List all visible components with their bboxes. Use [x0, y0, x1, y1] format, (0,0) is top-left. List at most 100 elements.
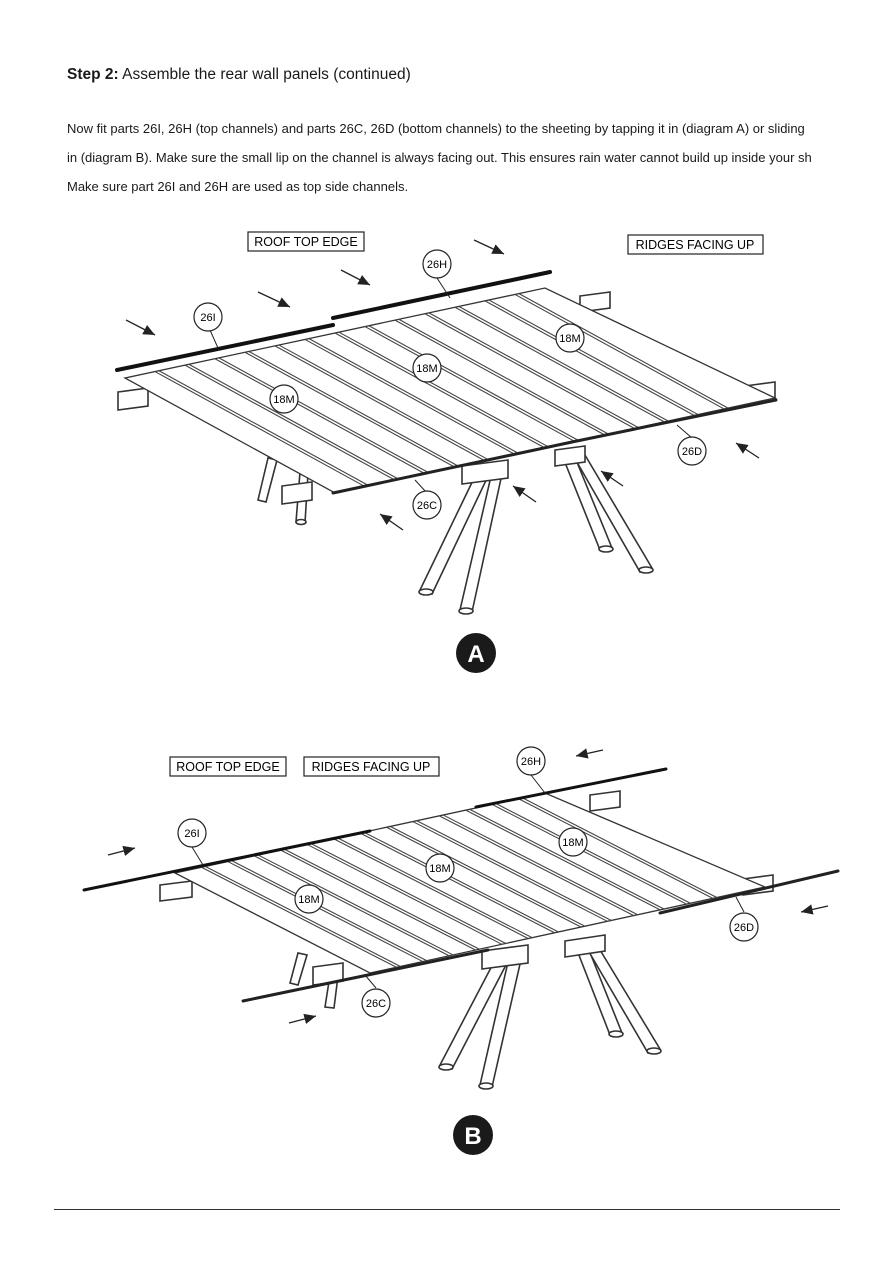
- callout-26d: 26D: [677, 436, 707, 466]
- roof-ridge-line: [443, 814, 639, 916]
- roof-ridge-line: [488, 299, 700, 416]
- svg-text:18M: 18M: [429, 863, 450, 875]
- svg-text:26D: 26D: [682, 446, 702, 458]
- svg-text:26C: 26C: [417, 500, 437, 512]
- roof-ridge-line: [495, 803, 692, 905]
- diagram-a-illustration: ROOF TOP EDGE RIDGES FACING UP 26H 26I 1…: [115, 231, 778, 673]
- roof-ridge-line: [244, 351, 456, 468]
- roof-ridge-line: [514, 293, 726, 410]
- roof-ridge-line: [231, 860, 428, 962]
- top-channels: [115, 270, 552, 372]
- roof-ridge-line: [310, 843, 507, 945]
- roof-ridge-line: [491, 803, 688, 905]
- diagram-badge-a: A: [456, 633, 496, 673]
- callout-18m: 18M: [558, 827, 588, 857]
- roof-ridge-line: [214, 358, 426, 475]
- roof-ridge-line: [465, 809, 661, 911]
- callout-26c: 26C: [412, 490, 442, 520]
- roof-ridge-line: [412, 821, 609, 923]
- roof-ridge-line: [364, 326, 576, 443]
- roof-ridge-line: [454, 306, 666, 423]
- svg-text:18M: 18M: [416, 363, 437, 375]
- bottom-channels: [331, 398, 778, 495]
- svg-text:26H: 26H: [521, 756, 541, 768]
- svg-text:RIDGES FACING UP: RIDGES FACING UP: [636, 238, 755, 252]
- diagram-badge-b: B: [453, 1115, 493, 1155]
- roof-top-edge-label: ROOF TOP EDGE: [247, 231, 365, 252]
- instruction-line: Make sure part 26I and 26H are used as t…: [67, 179, 409, 194]
- svg-text:RIDGES FACING UP: RIDGES FACING UP: [312, 760, 431, 774]
- roof-ridge-line: [154, 371, 366, 488]
- roof-ridge-line: [522, 797, 718, 899]
- roof-ridge-line: [284, 848, 480, 950]
- callout-26h: 26H: [422, 249, 452, 279]
- roof-ridge-line: [227, 861, 424, 963]
- svg-text:ROOF TOP EDGE: ROOF TOP EDGE: [176, 760, 280, 774]
- roof-ridge-line: [469, 808, 665, 910]
- instruction-text: Now fit parts 26I, 26H (top channels) an…: [67, 114, 857, 201]
- ridges-facing-up-label: RIDGES FACING UP: [627, 234, 764, 255]
- instruction-line: Now fit parts 26I, 26H (top channels) an…: [67, 121, 805, 136]
- svg-text:18M: 18M: [559, 333, 580, 345]
- roof-ridge-line: [484, 300, 696, 417]
- roof-ridge-line: [254, 855, 450, 957]
- callout-18m: 18M: [412, 353, 442, 383]
- roof-ridge-line: [518, 798, 714, 900]
- callout-26i: 26I: [193, 302, 223, 332]
- roof-ridge-line: [338, 331, 550, 448]
- roof-ridge-line: [368, 325, 580, 442]
- roof-ridge-line: [280, 849, 476, 951]
- roof-ridge-line: [306, 843, 503, 945]
- roof-ridge-line: [158, 370, 370, 487]
- callout-leaders: [191, 774, 745, 989]
- roof-ridge-line: [363, 831, 560, 933]
- callout-18m: 18M: [269, 384, 299, 414]
- roof-ridge-line: [390, 825, 586, 927]
- roof-ridge-line: [416, 820, 613, 922]
- roof-ridge-line: [188, 363, 400, 480]
- callout-26d: 26D: [729, 912, 759, 942]
- roof-ridge-line: [337, 837, 533, 939]
- roof-ridge-line: [428, 312, 640, 429]
- roof-top-edge-label: ROOF TOP EDGE: [169, 756, 287, 777]
- diagram-b-illustration: ROOF TOP EDGE RIDGES FACING UP 26H 26I 1…: [82, 746, 840, 1155]
- roof-ridge-line: [334, 332, 546, 449]
- roof-ridge-line: [304, 338, 516, 455]
- roof-ridge-line: [359, 832, 556, 934]
- roof-ridges: [201, 797, 718, 968]
- callout-18m: 18M: [425, 853, 455, 883]
- roof-ridge-line: [201, 866, 397, 968]
- svg-text:26I: 26I: [200, 312, 215, 324]
- svg-text:A: A: [467, 641, 484, 668]
- roof-ridge-line: [424, 313, 636, 430]
- insertion-arrows: [107, 748, 829, 1024]
- roof-ridge-line: [308, 338, 520, 455]
- top-channels: [82, 767, 668, 892]
- roof-ridge-line: [394, 319, 606, 436]
- callout-26c: 26C: [361, 988, 391, 1018]
- svg-text:26C: 26C: [366, 998, 386, 1010]
- step-heading: Step 2: Assemble the rear wall panels (c…: [67, 66, 411, 84]
- roof-ridge-line: [218, 357, 430, 474]
- svg-text:26I: 26I: [184, 828, 199, 840]
- roof-ridge-line: [184, 364, 396, 481]
- roof-sheet-panel: [123, 287, 777, 494]
- instruction-line: in (diagram B). Make sure the small lip …: [67, 150, 812, 165]
- svg-text:18M: 18M: [562, 837, 583, 849]
- callout-18m: 18M: [294, 884, 324, 914]
- insertion-arrows: [125, 239, 760, 531]
- roof-ridge-line: [439, 815, 635, 917]
- roof-ridge-line: [274, 345, 486, 462]
- roof-ridge-line: [205, 865, 401, 967]
- roof-ridge-line: [258, 854, 454, 956]
- roof-ridge-line: [248, 351, 460, 467]
- callout-26h: 26H: [516, 746, 546, 776]
- step-title: Assemble the rear wall panels (continued…: [122, 66, 411, 83]
- svg-text:26H: 26H: [427, 259, 447, 271]
- roof-ridge-line: [386, 826, 582, 928]
- svg-text:B: B: [464, 1123, 481, 1150]
- svg-text:18M: 18M: [298, 894, 319, 906]
- svg-text:26D: 26D: [734, 922, 754, 934]
- ridges-facing-up-label: RIDGES FACING UP: [303, 756, 440, 777]
